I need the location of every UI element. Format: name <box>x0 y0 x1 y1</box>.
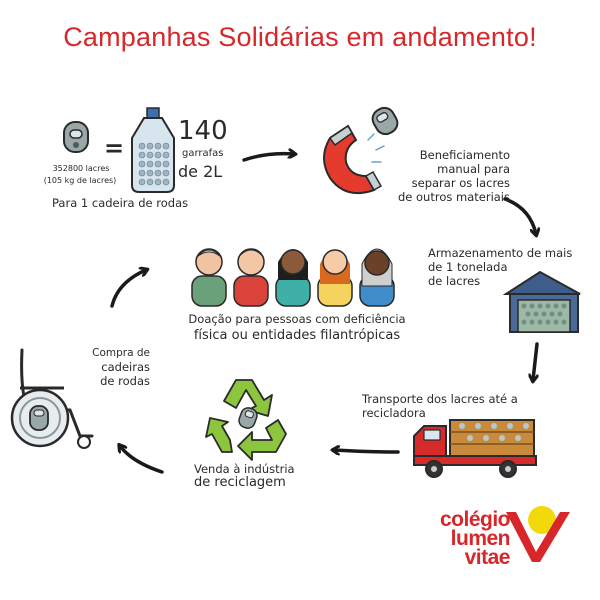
step-beneficiamento: Beneficiamento manual para separar os la… <box>397 148 510 204</box>
bottles-size: de 2L <box>178 162 223 181</box>
can-tab-recycle-icon <box>238 407 258 429</box>
people-icon-3 <box>275 249 311 307</box>
arrow-to-compra <box>120 446 164 474</box>
step-venda: Venda à indústria de reciclagem <box>194 462 295 490</box>
people-icon-2 <box>233 248 269 307</box>
equals-sign: = <box>104 134 125 162</box>
step-transporte: Transporte dos lacres até a recicladora <box>362 392 518 420</box>
arrow-to-venda <box>334 450 400 452</box>
people-icon-5 <box>359 248 395 307</box>
arrow-to-transporte <box>533 342 539 380</box>
tabs-weight: (105 kg de lacres) <box>43 176 117 185</box>
bottle-icon <box>131 107 175 193</box>
wheelchair-icon <box>10 348 94 449</box>
arrow-to-doacao <box>110 270 146 308</box>
step-armazenamento: Armazenamento de mais de 1 tonelada de l… <box>428 246 573 288</box>
equation-caption: Para 1 cadeira de rodas <box>52 196 189 210</box>
truck-icon <box>413 419 537 478</box>
step-compra: Compra de cadeiras de rodas <box>92 347 150 388</box>
recycle-icon <box>205 379 287 461</box>
tabs-count: 352800 lacres <box>52 164 110 173</box>
arrow-to-beneficiamento <box>242 154 294 162</box>
can-tab-icon <box>63 121 89 153</box>
page-title: Campanhas Solidárias em andamento! <box>63 22 537 52</box>
warehouse-icon <box>502 270 581 333</box>
logo-mark <box>506 506 570 562</box>
can-tab-magnet-icon <box>371 106 399 136</box>
bottles-number: 140 <box>178 116 228 146</box>
logo-text: colégio lumen vitae <box>439 508 511 569</box>
people-icon-1 <box>191 248 227 307</box>
step-doacao: Doação para pessoas com deficiência físi… <box>188 312 406 343</box>
bottles-unit: garrafas <box>182 148 224 159</box>
people-icon-4 <box>317 249 353 307</box>
arrow-to-armazenamento <box>503 197 536 234</box>
magnet-icon <box>323 124 385 194</box>
